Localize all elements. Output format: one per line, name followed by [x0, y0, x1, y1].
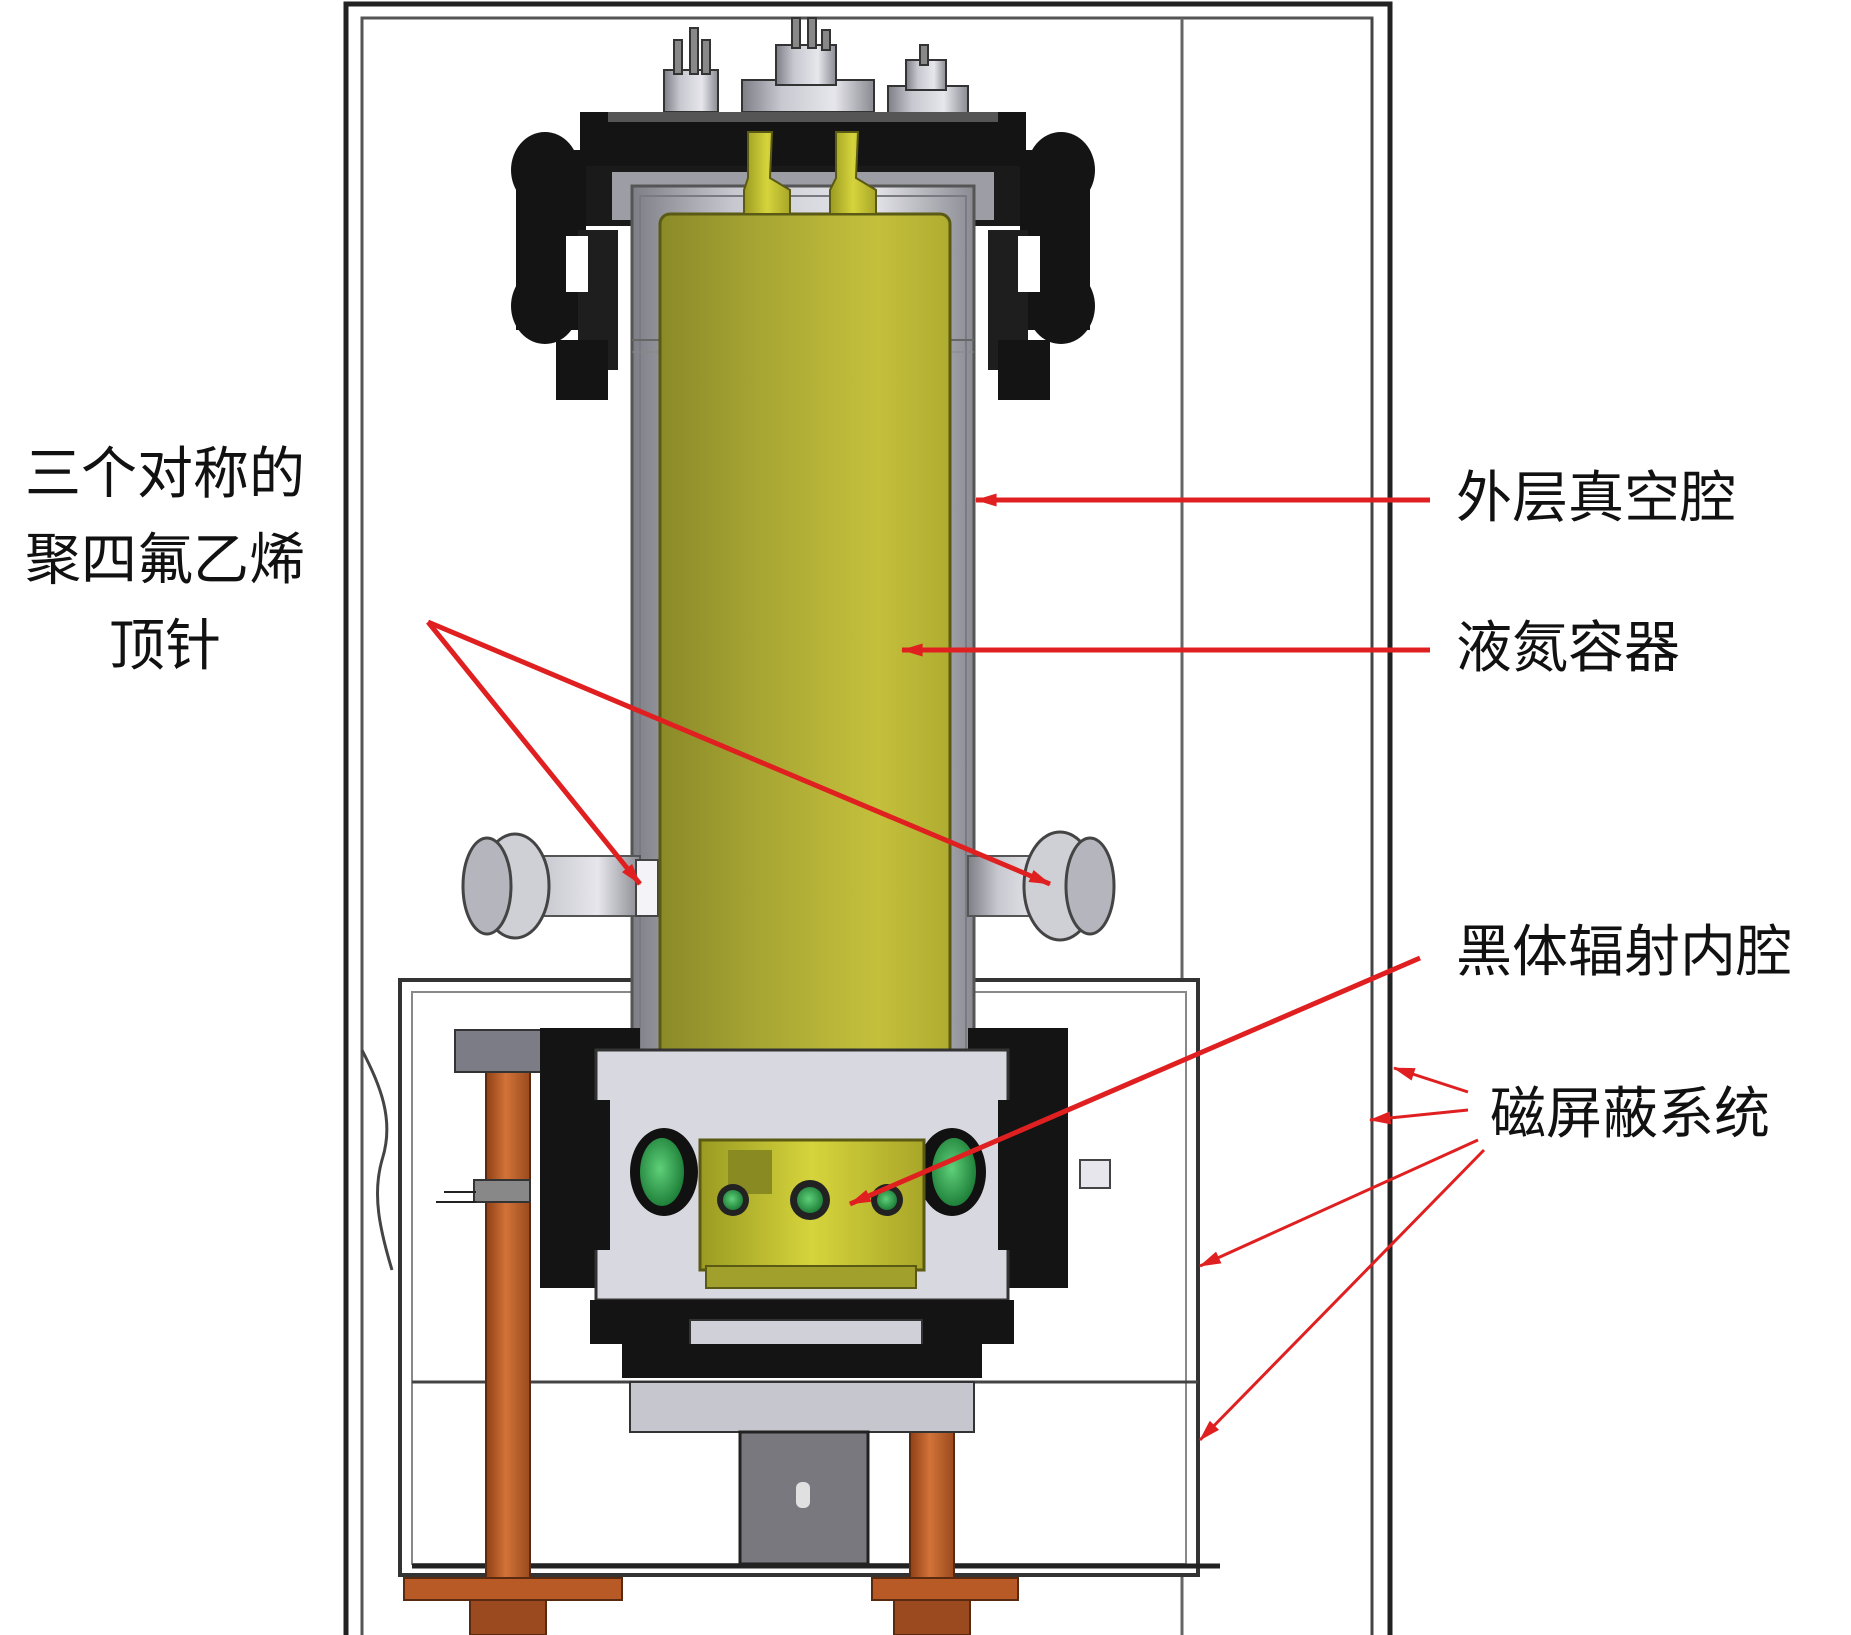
label-ptfe-pins-line2: 聚四氟乙烯: [25, 528, 305, 593]
right-side-port: [967, 830, 1116, 942]
label-ptfe-pins: 三个对称的 聚四氟乙烯 顶针: [0, 432, 330, 690]
arrows-magnetic-shield: [1198, 1066, 1486, 1442]
ln2-container: [658, 131, 952, 1117]
blackbody-cavity: [698, 1138, 926, 1289]
label-ptfe-pins-line3: 顶针: [109, 614, 221, 679]
arrows-ptfe-pins: [426, 619, 1051, 887]
label-magnetic-shield: 磁屏蔽系统: [1490, 1082, 1770, 1147]
label-outer-vacuum-chamber: 外层真空腔: [1456, 466, 1736, 531]
arrow-blackbody-cavity: [849, 955, 1421, 1207]
label-blackbody-cavity: 黑体辐射内腔: [1456, 920, 1792, 985]
magnetic-shield-outer: [343, 1, 1393, 1635]
left-side-port: [461, 832, 659, 940]
label-ln2-container: 液氮容器: [1456, 616, 1680, 681]
top-feedthroughs: [663, 17, 969, 115]
label-ptfe-pins-line1: 三个对称的: [25, 442, 305, 507]
copper-support-legs: [403, 1029, 1019, 1635]
